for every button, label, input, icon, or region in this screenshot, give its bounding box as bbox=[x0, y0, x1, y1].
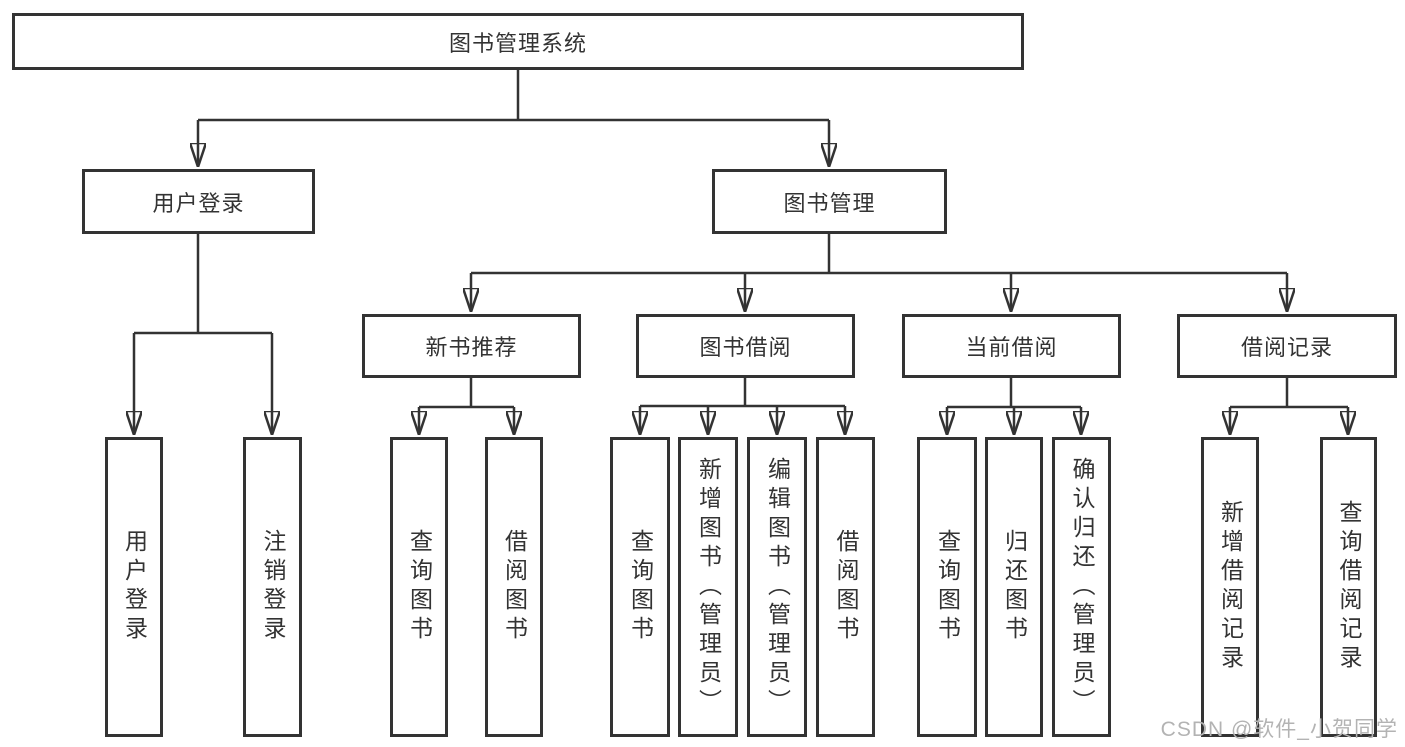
leaf-confirm-return-admin: 确认归还（管理员） bbox=[1052, 437, 1111, 737]
leaf-query-borrow-record: 查询借阅记录 bbox=[1320, 437, 1377, 737]
leaf-add-book-admin-label: 新增图书（管理员） bbox=[695, 456, 722, 718]
csdn-watermark: CSDN @软件_小贺同学 bbox=[1160, 718, 1398, 741]
node-current-borrow-label: 当前借阅 bbox=[965, 335, 1058, 360]
leaf-query-book-1: 查询图书 bbox=[390, 437, 448, 737]
leaf-edit-book-admin: 编辑图书（管理员） bbox=[747, 437, 807, 737]
node-book-management-label: 图书管理 bbox=[783, 190, 876, 216]
leaf-return-book: 归还图书 bbox=[985, 437, 1043, 737]
node-current-borrow: 当前借阅 bbox=[902, 314, 1121, 378]
leaf-logout-label: 注销登录 bbox=[260, 529, 286, 645]
node-user-login-label: 用户登录 bbox=[152, 190, 245, 216]
node-book-management: 图书管理 bbox=[712, 169, 947, 234]
node-book-borrow-label: 图书借阅 bbox=[699, 335, 792, 360]
node-new-book-recommend-label: 新书推荐 bbox=[425, 335, 518, 360]
leaf-query-book-3-label: 查询图书 bbox=[934, 529, 961, 645]
node-borrow-record-label: 借阅记录 bbox=[1240, 335, 1333, 360]
leaf-edit-book-admin-label: 编辑图书（管理员） bbox=[764, 456, 791, 718]
leaf-borrow-book-1: 借阅图书 bbox=[485, 437, 543, 737]
leaf-query-book-2: 查询图书 bbox=[610, 437, 670, 737]
leaf-logout: 注销登录 bbox=[243, 437, 302, 737]
node-borrow-record: 借阅记录 bbox=[1177, 314, 1397, 378]
leaf-query-book-2-label: 查询图书 bbox=[627, 529, 654, 645]
leaf-user-login-label: 用户登录 bbox=[121, 529, 148, 645]
leaf-user-login: 用户登录 bbox=[105, 437, 163, 737]
leaf-add-borrow-record-label: 新增借阅记录 bbox=[1217, 500, 1244, 674]
node-book-borrow: 图书借阅 bbox=[636, 314, 855, 378]
leaf-borrow-book-1-label: 借阅图书 bbox=[501, 529, 528, 645]
node-library-system-label: 图书管理系统 bbox=[448, 30, 587, 56]
leaf-borrow-book-2: 借阅图书 bbox=[816, 437, 875, 737]
node-new-book-recommend: 新书推荐 bbox=[362, 314, 581, 378]
leaf-add-borrow-record: 新增借阅记录 bbox=[1201, 437, 1259, 737]
leaf-query-book-3: 查询图书 bbox=[917, 437, 977, 737]
node-user-login: 用户登录 bbox=[82, 169, 315, 234]
leaf-borrow-book-2-label: 借阅图书 bbox=[833, 529, 859, 645]
leaf-query-borrow-record-label: 查询借阅记录 bbox=[1336, 500, 1362, 674]
leaf-add-book-admin: 新增图书（管理员） bbox=[678, 437, 738, 737]
leaf-confirm-return-admin-label: 确认归还（管理员） bbox=[1069, 456, 1095, 718]
leaf-query-book-1-label: 查询图书 bbox=[406, 529, 433, 645]
node-library-system: 图书管理系统 bbox=[12, 13, 1024, 70]
leaf-return-book-label: 归还图书 bbox=[1001, 529, 1028, 645]
